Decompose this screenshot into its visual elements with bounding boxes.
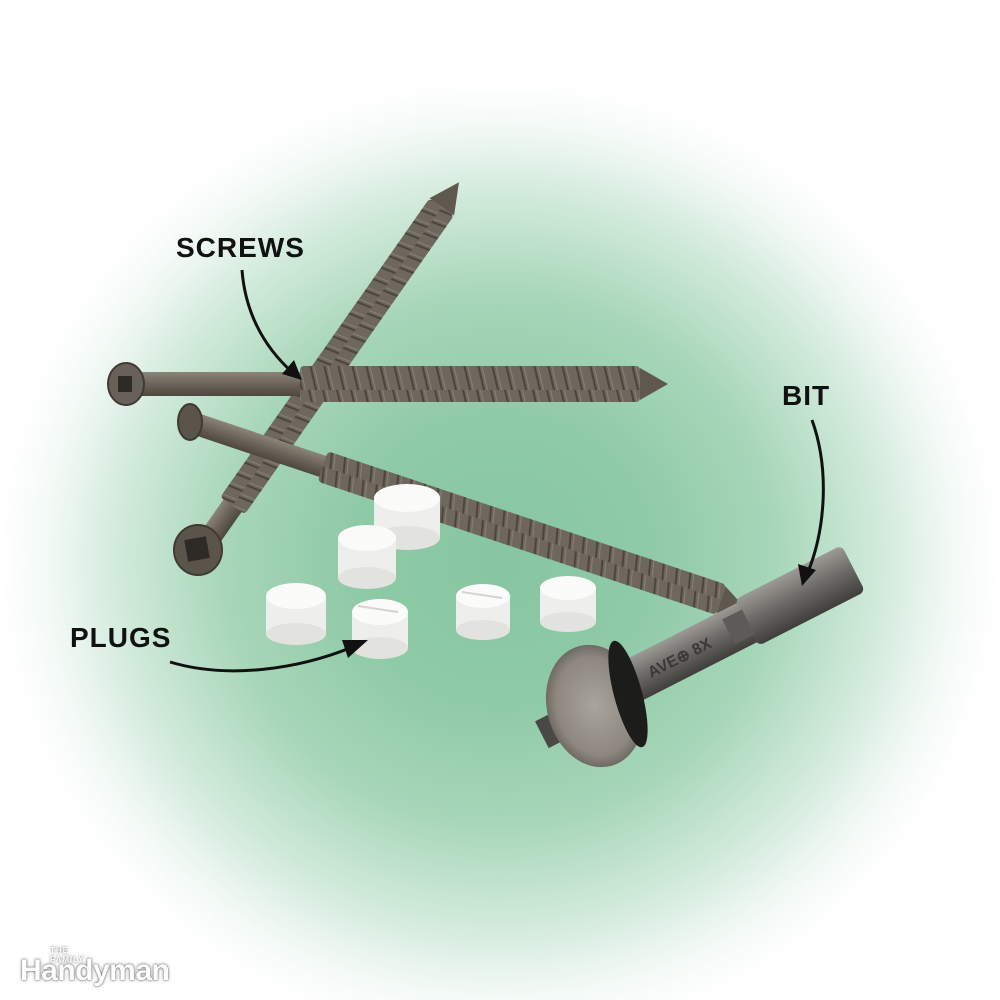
plugs-label: PLUGS [70,622,172,653]
arrow-bit [798,419,825,586]
bit-label: BIT [782,380,831,411]
plug [338,525,396,589]
plugs-group [266,484,596,659]
logo-brand-text: Handyman [20,954,170,987]
plug [540,576,596,632]
screws-label: SCREWS [176,232,305,263]
arrow-plugs [169,640,368,673]
screw-horizontal [107,362,668,406]
plug [266,583,326,645]
plug [456,584,510,640]
screw-diagonal [173,182,459,576]
logo-small-text: THE FAMILY [50,946,85,964]
plug [352,599,408,659]
arrow-screws [240,269,302,380]
